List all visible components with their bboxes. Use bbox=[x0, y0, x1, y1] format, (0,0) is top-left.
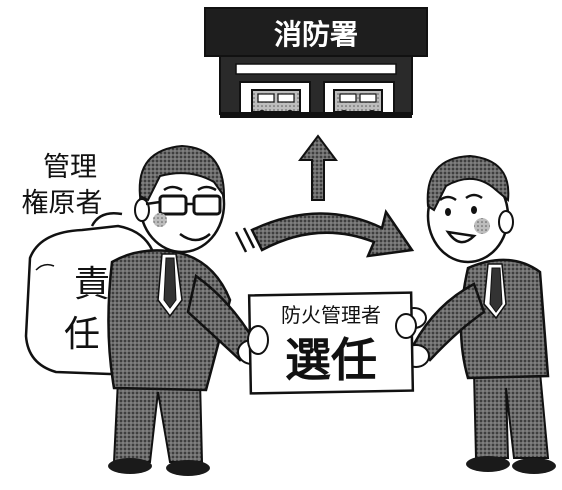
bag-text-line1: 責 bbox=[74, 264, 110, 305]
appointment-document: 防火管理者 選任 bbox=[247, 291, 415, 395]
station-light-band bbox=[235, 63, 397, 75]
curved-arrow-icon bbox=[234, 208, 415, 258]
up-arrow-icon bbox=[298, 134, 338, 201]
bag-text-line2: 任 bbox=[64, 314, 100, 355]
manager-hair bbox=[426, 154, 510, 212]
fire-station: 消防署 bbox=[204, 7, 428, 118]
station-sign: 消防署 bbox=[274, 18, 358, 51]
fire-manager-figure bbox=[401, 154, 556, 474]
owner-legs bbox=[112, 379, 204, 463]
station-roof bbox=[204, 7, 428, 57]
document-big-text: 選任 bbox=[285, 333, 377, 387]
glasses-icon bbox=[145, 194, 222, 216]
owner-hair bbox=[138, 144, 226, 202]
building-owner-figure bbox=[107, 144, 267, 476]
owner-title-line1: 管理 bbox=[43, 152, 97, 183]
manager-legs bbox=[472, 371, 550, 459]
owner-title-line2: 権原者 bbox=[22, 188, 103, 219]
document-title: 防火管理者 bbox=[281, 303, 381, 327]
